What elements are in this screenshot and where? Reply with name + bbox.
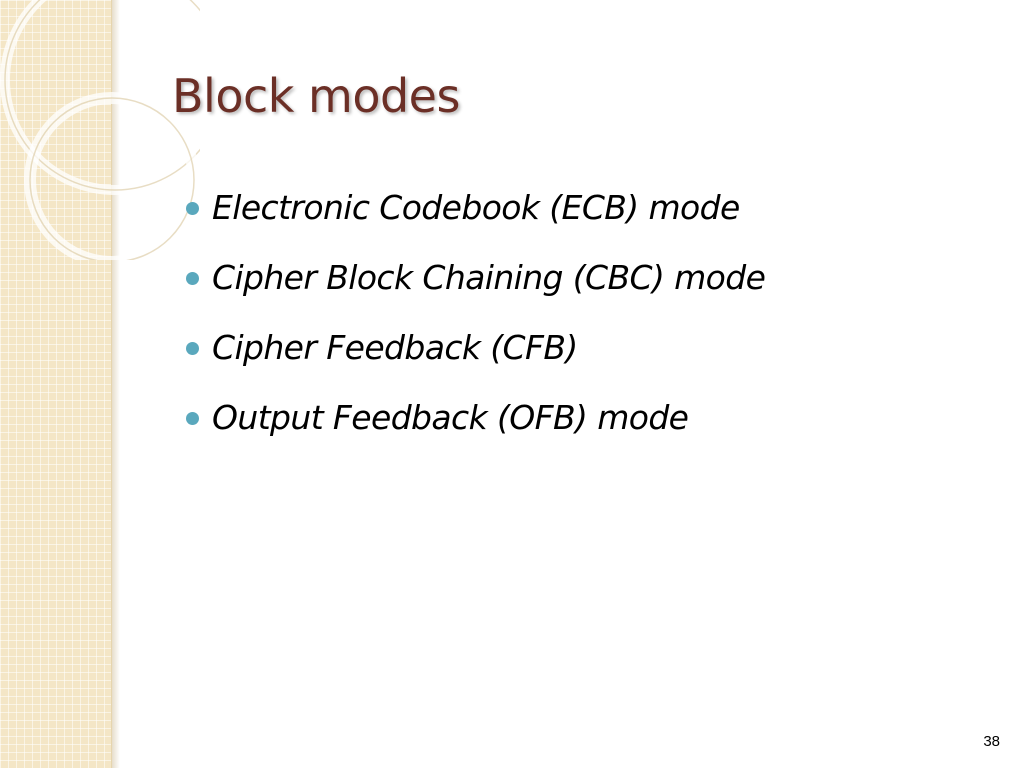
bullet-text: Output Feedback (OFB) mode	[212, 397, 689, 437]
decorative-rings-icon	[0, 0, 200, 260]
bullet-item: Electronic Codebook (ECB) mode	[186, 172, 986, 242]
bullet-item: Cipher Feedback (CFB)	[186, 312, 986, 382]
bullet-list: Electronic Codebook (ECB) mode Cipher Bl…	[186, 172, 986, 452]
side-panel-edge	[111, 0, 112, 768]
bullet-item: Output Feedback (OFB) mode	[186, 382, 986, 452]
filled-circle-bullet-icon	[186, 411, 199, 425]
filled-circle-bullet-icon	[186, 201, 199, 215]
bullet-item: Cipher Block Chaining (CBC) mode	[186, 242, 986, 312]
side-panel-shadow	[112, 0, 120, 768]
page-number: 38	[983, 733, 1000, 750]
slide-title: Block modes	[172, 69, 460, 123]
filled-circle-bullet-icon	[186, 271, 199, 285]
bullet-text: Cipher Feedback (CFB)	[212, 327, 578, 367]
bullet-text: Electronic Codebook (ECB) mode	[212, 187, 740, 227]
filled-circle-bullet-icon	[186, 341, 199, 355]
bullet-text: Cipher Block Chaining (CBC) mode	[212, 257, 766, 297]
